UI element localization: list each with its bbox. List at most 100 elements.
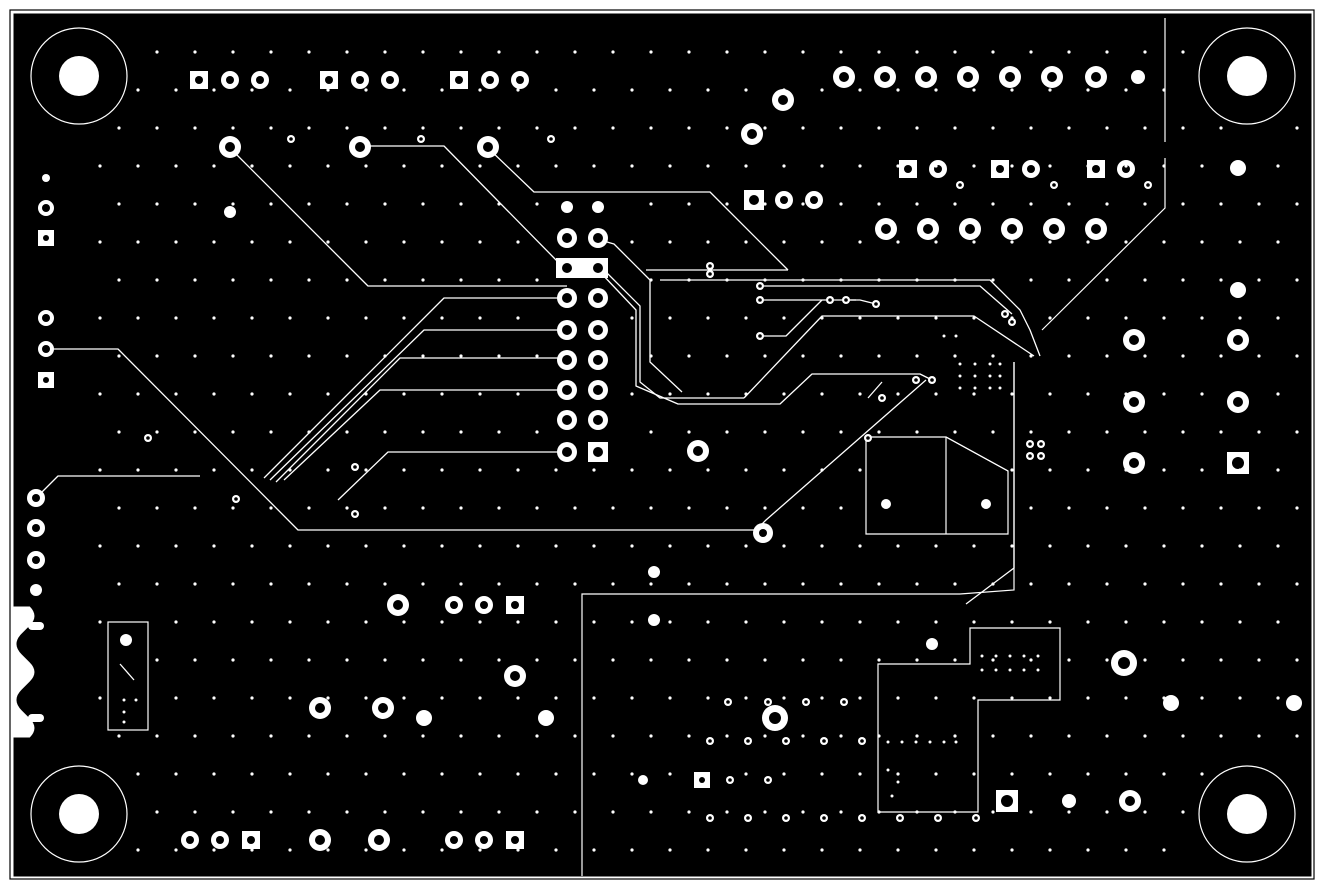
- stitching-via: [535, 734, 539, 738]
- stitching-via: [1143, 506, 1147, 510]
- stitching-via: [269, 582, 273, 586]
- stitching-via: [478, 468, 482, 472]
- stitching-via: [117, 430, 121, 434]
- stitching-via: [421, 810, 425, 814]
- stitching-via: [801, 506, 805, 510]
- stitching-via: [459, 430, 463, 434]
- via: [928, 376, 936, 384]
- stitching-via: [98, 544, 102, 548]
- via: [726, 776, 734, 784]
- stitching-via: [763, 430, 767, 434]
- stitching-via: [497, 430, 501, 434]
- stitching-via: [440, 544, 444, 548]
- stitching-via: [687, 430, 691, 434]
- stitching-via: [1086, 848, 1090, 852]
- stitching-via: [839, 278, 843, 282]
- stitching-via: [1295, 506, 1299, 510]
- stitching-via: [896, 772, 900, 776]
- stitching-via: [896, 848, 900, 852]
- stitching-via: [1162, 392, 1166, 396]
- stitching-via: [988, 386, 992, 390]
- stitching-via: [516, 696, 520, 700]
- stitching-via: [573, 810, 577, 814]
- stitching-via: [687, 658, 691, 662]
- stitching-via: [934, 848, 938, 852]
- stitching-via: [1219, 582, 1223, 586]
- round-pad: [381, 71, 399, 89]
- stitching-via: [383, 658, 387, 662]
- stitching-via: [1086, 620, 1090, 624]
- round-pad: [1123, 452, 1145, 474]
- stitching-via: [421, 50, 425, 54]
- via: [1001, 310, 1009, 318]
- stitching-via: [573, 506, 577, 510]
- stitching-via: [1276, 468, 1280, 472]
- stitching-via: [915, 278, 919, 282]
- stitching-via: [421, 278, 425, 282]
- stitching-via: [174, 164, 178, 168]
- via: [744, 814, 752, 822]
- stitching-via: [421, 430, 425, 434]
- stitching-via: [155, 430, 159, 434]
- stitching-via: [421, 582, 425, 586]
- via: [1050, 181, 1058, 189]
- round-pad: [1227, 329, 1249, 351]
- stitching-via: [611, 658, 615, 662]
- stitching-via: [383, 50, 387, 54]
- stitching-via: [117, 734, 121, 738]
- stitching-via: [896, 392, 900, 396]
- round-pad: [368, 829, 390, 851]
- stitching-via: [1124, 164, 1128, 168]
- stitching-via: [440, 164, 444, 168]
- stitching-via: [592, 164, 596, 168]
- via-large: [538, 710, 554, 726]
- stitching-via: [1105, 202, 1109, 206]
- stitching-via: [1162, 848, 1166, 852]
- stitching-via: [402, 392, 406, 396]
- via-large: [648, 614, 660, 626]
- stitching-via: [1067, 126, 1071, 130]
- stitching-via: [839, 202, 843, 206]
- mounting-hole-top-right: [1198, 27, 1296, 125]
- stitching-via: [269, 354, 273, 358]
- stitching-via: [1181, 734, 1185, 738]
- stitching-via: [668, 468, 672, 472]
- via: [802, 698, 810, 706]
- stitching-via: [212, 392, 216, 396]
- stitching-via: [1143, 658, 1147, 662]
- stitching-via: [535, 430, 539, 434]
- stitching-via: [269, 202, 273, 206]
- round-pad: [477, 136, 499, 158]
- via: [820, 737, 828, 745]
- slot-pad: [28, 622, 44, 630]
- stitching-via: [326, 164, 330, 168]
- stitching-via: [1162, 620, 1166, 624]
- stitching-via: [231, 658, 235, 662]
- via: [1037, 452, 1045, 460]
- stitching-via: [478, 772, 482, 776]
- stitching-via: [877, 278, 881, 282]
- via: [912, 376, 920, 384]
- round-pad: [372, 697, 394, 719]
- stitching-via: [1067, 810, 1071, 814]
- stitching-via: [288, 88, 292, 92]
- stitching-via: [136, 88, 140, 92]
- stitching-via: [193, 430, 197, 434]
- stitching-via: [117, 582, 121, 586]
- stitching-via: [1086, 544, 1090, 548]
- stitching-via: [535, 582, 539, 586]
- stitching-via: [421, 734, 425, 738]
- via-large: [1062, 794, 1076, 808]
- stitching-via: [98, 696, 102, 700]
- stitching-via: [345, 354, 349, 358]
- stitching-via: [668, 696, 672, 700]
- stitching-via: [326, 620, 330, 624]
- stitching-via: [1238, 544, 1242, 548]
- round-pad: [959, 218, 981, 240]
- stitching-via: [649, 810, 653, 814]
- stitching-via: [440, 88, 444, 92]
- stitching-via: [928, 740, 932, 744]
- stitching-via: [839, 430, 843, 434]
- stitching-via: [212, 848, 216, 852]
